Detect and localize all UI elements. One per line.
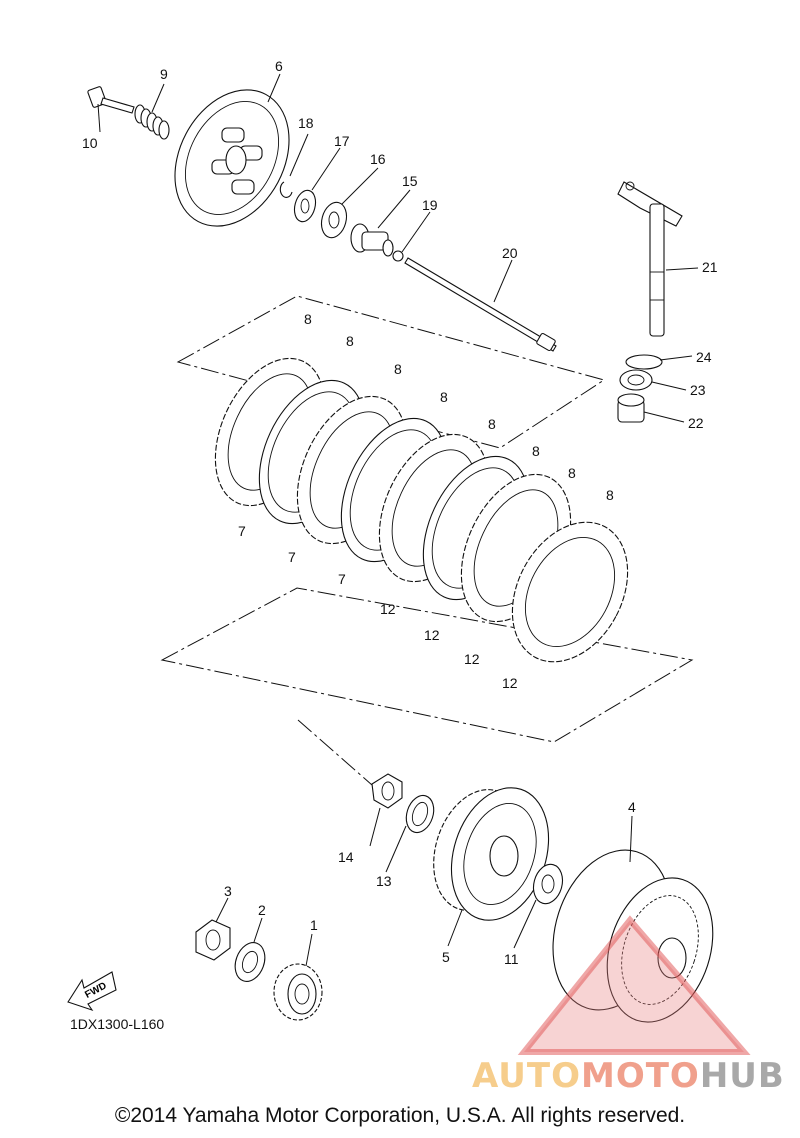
push-rod-part-15 [350, 223, 394, 257]
centerline [297, 719, 373, 786]
watermark-auto: AUTO [472, 1056, 581, 1096]
callout-14: 14 [338, 849, 354, 865]
circlip-part-24 [625, 354, 663, 370]
callout-12a: 12 [380, 601, 396, 617]
washer-part-13 [405, 794, 435, 834]
callout-11: 11 [504, 951, 519, 967]
callout-12b: 12 [424, 627, 440, 643]
fwd-arrow-icon [67, 971, 117, 1012]
callout-8d: 8 [440, 389, 448, 405]
callout-7b: 7 [288, 549, 296, 565]
callout-7a: 7 [238, 523, 246, 539]
callout-5: 5 [442, 949, 450, 965]
callout-10: 10 [82, 135, 98, 151]
washer-part-17 [293, 189, 317, 223]
plate-stack [214, 357, 629, 663]
nut-part-3 [195, 919, 231, 961]
callout-2: 2 [258, 902, 266, 918]
copyright-notice: ©2014 Yamaha Motor Corporation, U.S.A. A… [114, 1104, 686, 1127]
bearing-part-16 [320, 201, 348, 239]
watermark-moto: MOTO [580, 1056, 700, 1096]
washer-part-11 [532, 863, 564, 905]
callout-23: 23 [690, 382, 706, 398]
callout-8a: 8 [304, 311, 312, 327]
callout-6: 6 [275, 58, 283, 74]
callout-7c: 7 [338, 571, 346, 587]
callout-19: 19 [422, 197, 438, 213]
callout-1: 1 [310, 917, 318, 933]
callout-22: 22 [688, 415, 704, 431]
callout-16: 16 [370, 151, 386, 167]
bearing-part-22 [617, 393, 645, 423]
callout-8c: 8 [394, 361, 402, 377]
spring-part-9 [134, 104, 170, 140]
leader-lines [97, 73, 699, 967]
callout-8b: 8 [346, 333, 354, 349]
callout-8f: 8 [532, 443, 540, 459]
callout-18: 18 [298, 115, 314, 131]
ball-part-19 [392, 250, 404, 262]
circlip-part-18 [279, 181, 293, 198]
friction-plate-part-8 [511, 521, 629, 663]
callout-4: 4 [628, 799, 636, 815]
bolt-part-10 [87, 86, 135, 114]
oil-seal-part-23 [619, 369, 653, 391]
callout-8h: 8 [606, 487, 614, 503]
callout-12d: 12 [502, 675, 518, 691]
watermark-triangle-icon [517, 915, 751, 1055]
gear-part-1 [273, 963, 323, 1021]
washer-part-2 [234, 942, 266, 982]
plate-stack-frame-bottom [160, 587, 694, 743]
callout-24: 24 [696, 349, 712, 365]
long-push-rod-part-20 [404, 257, 557, 352]
callout-9: 9 [160, 66, 168, 82]
callout-3: 3 [224, 883, 232, 899]
nut-part-14 [371, 773, 403, 809]
callout-8g: 8 [568, 465, 576, 481]
callout-20: 20 [502, 245, 518, 261]
push-lever-shaft-part-21 [617, 181, 683, 337]
callout-15: 15 [402, 173, 418, 189]
diagram-code: 1DX1300-L160 [70, 1016, 165, 1032]
callout-21: 21 [702, 259, 718, 275]
callout-17: 17 [334, 133, 350, 149]
watermark-hub: HUB [699, 1056, 785, 1096]
callout-8e: 8 [488, 416, 496, 432]
clutch-boss-part-5 [433, 787, 550, 921]
callout-12c: 12 [464, 651, 480, 667]
callout-13: 13 [376, 873, 392, 889]
watermark-logo: AUTOMOTOHUB [472, 1056, 785, 1096]
pressure-plate-part-6 [174, 89, 290, 227]
callout-labels: 1 2 3 4 5 6 7 7 7 8 8 8 8 8 8 8 8 9 10 1… [82, 58, 718, 1001]
